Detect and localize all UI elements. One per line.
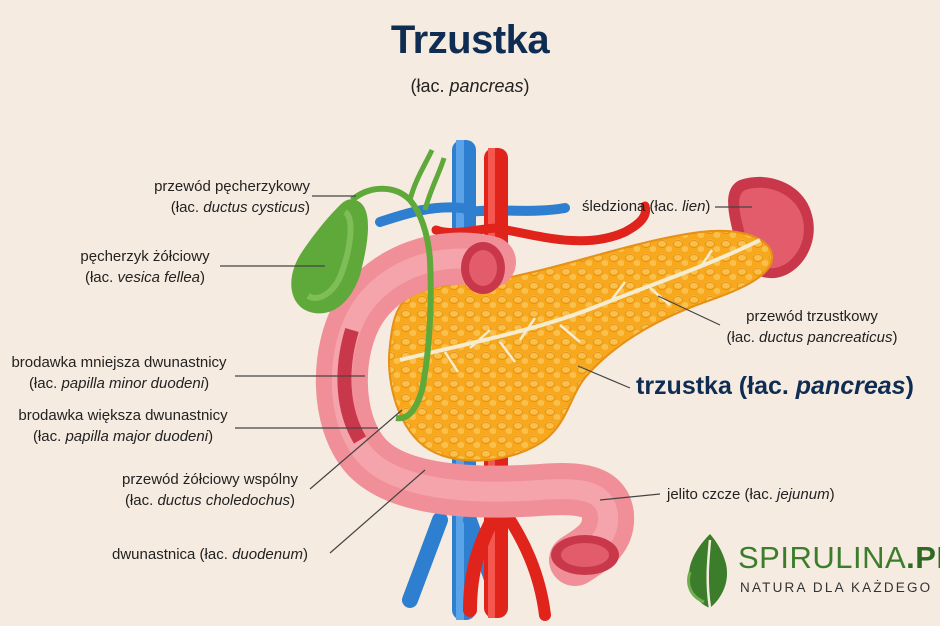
- common-bile-duct-suffix: ): [290, 492, 296, 509]
- spleen-prefix: śledziona (łac.: [582, 198, 683, 215]
- label-duodenum: dwunastnica (łac. duodenum): [112, 544, 308, 565]
- jejunum-prefix: jelito czcze (łac.: [667, 486, 778, 503]
- common-bile-duct-latin: ductus choledochus: [157, 492, 291, 509]
- label-gallbladder: pęcherzyk żółciowy (łac. vesica fellea): [70, 246, 220, 288]
- cystic-duct-suffix: ): [305, 199, 310, 216]
- gallbladder-latin: vesica fellea: [117, 269, 201, 286]
- logo-name: SPIRULINA.PL: [738, 540, 940, 576]
- common-bile-duct-prefix: (łac.: [124, 492, 158, 509]
- label-minor-papilla: brodawka mniejsza dwunastnicy (łac. papi…: [4, 352, 234, 394]
- label-major-papilla-name: brodawka większa dwunastnicy: [18, 407, 228, 424]
- label-common-bile-duct-latin: (łac. ductus choledochus): [110, 490, 310, 511]
- label-common-bile-duct-name: przewód żółciowy wspólny: [122, 471, 298, 488]
- pancreas-prefix: trzustka (łac.: [636, 372, 796, 400]
- gallbladder: [291, 199, 369, 314]
- page-subtitle: (łac. pancreas): [0, 76, 940, 97]
- duodenum-prefix: dwunastnica (łac.: [112, 546, 233, 563]
- subtitle-latin: pancreas: [449, 76, 524, 96]
- label-major-papilla-latin: (łac. papilla major duodeni): [12, 426, 234, 447]
- major-papilla-prefix: (łac.: [32, 428, 66, 445]
- pancreatic-duct-prefix: (łac.: [726, 329, 760, 346]
- spleen-suffix: ): [705, 198, 711, 215]
- label-minor-papilla-latin: (łac. papilla minor duodeni): [4, 373, 234, 394]
- label-pancreatic-duct-latin: (łac. ductus pancreaticus): [722, 327, 902, 348]
- minor-papilla-latin: papilla minor duodeni: [61, 375, 205, 392]
- pancreas-suffix: ): [905, 372, 914, 400]
- label-pancreatic-duct: przewód trzustkowy (łac. ductus pancreat…: [722, 306, 902, 348]
- logo-tagline: NATURA DLA KAŻDEGO: [740, 580, 933, 595]
- major-papilla-suffix: ): [208, 428, 214, 445]
- minor-papilla-suffix: ): [204, 375, 210, 392]
- gallbladder-suffix: ): [200, 269, 206, 286]
- duodenum-suffix: ): [302, 546, 308, 563]
- subtitle-prefix: (łac.: [410, 76, 450, 96]
- label-cystic-duct: przewód pęcherzykowy (łac. ductus cystic…: [110, 176, 310, 218]
- bile-ducts: [350, 148, 447, 422]
- label-cystic-duct-name: przewód pęcherzykowy: [154, 178, 310, 195]
- label-gallbladder-name: pęcherzyk żółciowy: [80, 248, 210, 265]
- cystic-duct-latin: ductus cysticus: [203, 199, 305, 216]
- leaf-icon: [687, 534, 728, 609]
- leader-lines: [220, 195, 752, 554]
- label-pancreatic-duct-name: przewód trzustkowy: [746, 308, 878, 325]
- minor-papilla-prefix: (łac.: [28, 375, 62, 392]
- label-cystic-duct-latin: (łac. ductus cysticus): [110, 197, 310, 218]
- duodenum: [315, 232, 635, 586]
- major-papilla-latin: papilla major duodeni: [65, 428, 209, 445]
- gallbladder-prefix: (łac.: [84, 269, 118, 286]
- brand-logo[interactable]: SPIRULINA.PL NATURA DLA KAŻDEGO: [682, 532, 940, 612]
- pancreas-latin: pancreas: [795, 372, 906, 400]
- label-jejunum: jelito czcze (łac. jejunum): [667, 484, 835, 505]
- jejunum-latin: jejunum: [777, 486, 830, 503]
- pancreatic-duct-suffix: ): [892, 329, 898, 346]
- cystic-duct-prefix: (łac.: [170, 199, 204, 216]
- label-minor-papilla-name: brodawka mniejsza dwunastnicy: [11, 354, 227, 371]
- page-title: Trzustka: [390, 18, 550, 62]
- logo-name-main: SPIRULINA: [738, 540, 907, 575]
- spleen-latin: lien: [682, 198, 706, 215]
- logo-name-domain: .PL: [906, 540, 940, 575]
- pancreatic-duct-latin: ductus pancreaticus: [759, 329, 893, 346]
- duodenum-latin: duodenum: [232, 546, 303, 563]
- label-pancreas: trzustka (łac. pancreas): [636, 372, 914, 401]
- label-major-papilla: brodawka większa dwunastnicy (łac. papil…: [12, 405, 234, 447]
- label-gallbladder-latin: (łac. vesica fellea): [70, 267, 220, 288]
- subtitle-suffix: ): [523, 76, 530, 96]
- label-spleen: śledziona (łac. lien): [582, 196, 710, 217]
- jejunum-suffix: ): [829, 486, 835, 503]
- label-common-bile-duct: przewód żółciowy wspólny (łac. ductus ch…: [110, 469, 310, 511]
